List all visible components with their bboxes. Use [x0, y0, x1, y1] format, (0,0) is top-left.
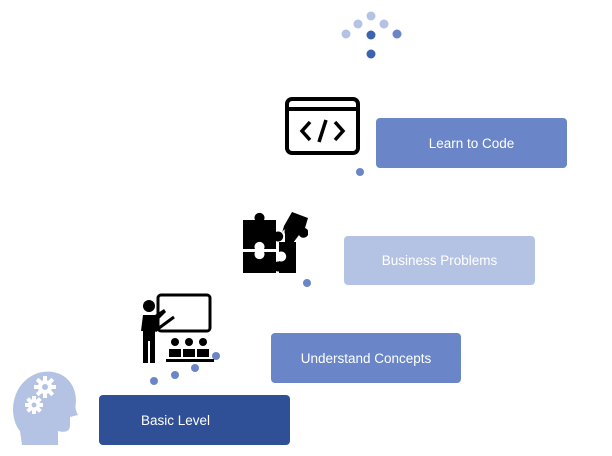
step-basic-level: Basic Level [99, 395, 290, 445]
dot [379, 19, 389, 29]
dot [356, 168, 364, 176]
step-understand-concepts: Understand Concepts [271, 333, 461, 383]
dot [171, 371, 179, 379]
code-window-icon [285, 97, 360, 155]
dot [353, 19, 363, 29]
teacher-presentation-icon [141, 293, 214, 363]
dot [341, 29, 351, 39]
step-label: Understand Concepts [300, 350, 432, 366]
dot [150, 377, 158, 385]
dot [366, 11, 376, 21]
step-business-problems: Business Problems [344, 236, 535, 285]
step-label: Basic Level [141, 412, 211, 428]
dot [303, 279, 311, 287]
dot [191, 364, 199, 372]
puzzle-icon [243, 212, 308, 273]
step-label: Learn to Code [428, 135, 515, 151]
dot [392, 29, 402, 39]
step-learn-to-code: Learn to Code [376, 118, 567, 168]
step-label: Business Problems [381, 253, 498, 268]
head-gears-icon [13, 371, 78, 445]
dot [366, 49, 376, 59]
dot [366, 30, 376, 40]
